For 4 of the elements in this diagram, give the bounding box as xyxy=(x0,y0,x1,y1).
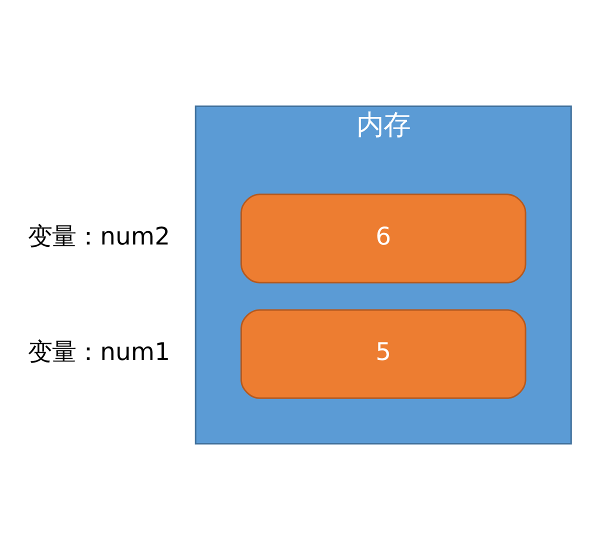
node-box: 5 xyxy=(240,309,526,399)
node-label: 变量：num2 xyxy=(28,221,170,250)
node-box: 6 xyxy=(240,194,526,284)
node-label: 变量：num1 xyxy=(28,336,170,366)
